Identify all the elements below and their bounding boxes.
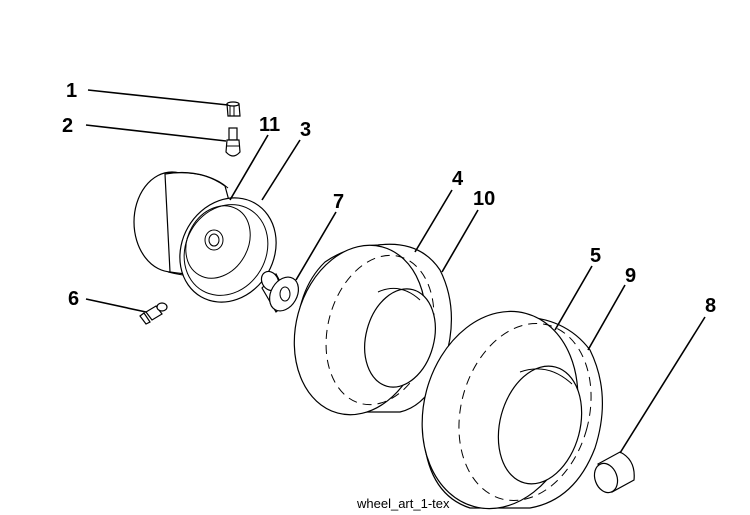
leader-line-2	[85, 124, 227, 142]
callout-9: 9	[625, 265, 636, 287]
callout-1: 1	[66, 80, 77, 102]
callout-2: 2	[62, 115, 73, 137]
callout-5: 5	[590, 245, 601, 267]
rim-part	[133, 171, 277, 303]
callout-11: 11	[259, 114, 280, 136]
leader-line-3	[261, 139, 301, 201]
leader-line-5	[554, 265, 593, 331]
leader-line-6	[85, 298, 147, 313]
leader-line-9	[587, 284, 626, 351]
leader-line-7	[295, 211, 337, 281]
tire-assembly-front	[293, 243, 452, 416]
callout-4: 4	[452, 168, 464, 190]
callout-6: 6	[68, 288, 79, 310]
callout-7: 7	[333, 191, 344, 213]
valve-stem-part	[225, 127, 241, 157]
figure-caption: wheel_art_1-tex	[356, 496, 450, 511]
leader-line-11	[229, 134, 269, 201]
leader-line-8	[619, 316, 706, 454]
grease-fitting-part	[139, 302, 168, 325]
bushing-part	[260, 270, 300, 313]
leader-line-1	[87, 89, 229, 106]
tire-assembly-rear	[421, 310, 603, 510]
callout-3: 3	[300, 119, 311, 141]
leader-line-4	[414, 189, 453, 253]
callout-10: 10	[473, 188, 495, 210]
leader-line-10	[441, 209, 479, 273]
valve-cap-part	[226, 101, 241, 117]
hub-cap-part	[593, 451, 635, 494]
callout-8: 8	[705, 295, 716, 317]
